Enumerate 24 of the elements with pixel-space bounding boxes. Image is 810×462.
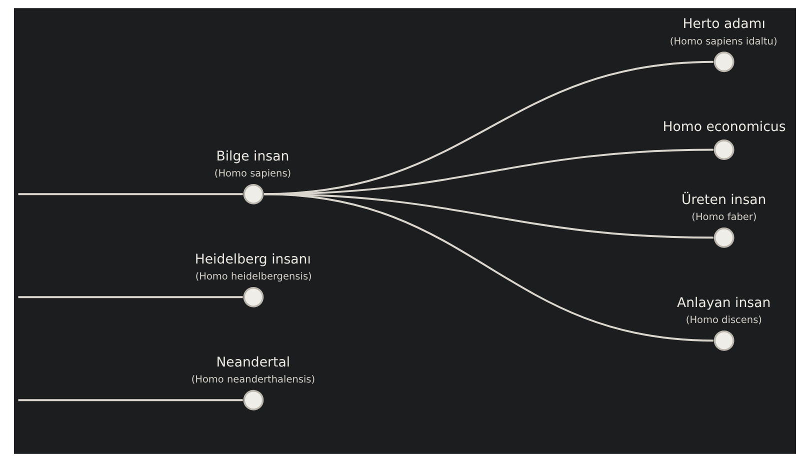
node-label: (Homo heidelbergensis) xyxy=(195,272,312,283)
node-circle xyxy=(714,227,734,248)
node-circle xyxy=(243,390,264,410)
node-label: (Homo neanderthalensis) xyxy=(191,374,316,386)
node-label: Anlayan insan xyxy=(677,296,771,311)
node-label: (Homo sapiens) xyxy=(214,168,292,180)
node-circle xyxy=(243,184,264,204)
connector xyxy=(18,296,243,298)
node-label: Bilge insan xyxy=(216,149,290,164)
node-label: Heidelberg insanı xyxy=(194,252,311,268)
node-label: Neandertal xyxy=(216,355,290,370)
node-label: (Homo faber) xyxy=(692,212,757,224)
node-label: (Homo sapiens idaltu) xyxy=(670,36,778,48)
connector xyxy=(18,399,243,402)
connector xyxy=(18,193,243,196)
node-circle xyxy=(714,140,734,160)
node-label: Homo economicus xyxy=(662,120,786,136)
node-circle xyxy=(714,52,734,72)
node-circle xyxy=(714,330,734,351)
node-circle xyxy=(243,286,264,308)
node-label: Üreten insan xyxy=(681,192,766,208)
node-label: (Homo discens) xyxy=(686,315,762,326)
node-label: Herto adamı xyxy=(682,17,766,32)
connector xyxy=(264,193,714,342)
